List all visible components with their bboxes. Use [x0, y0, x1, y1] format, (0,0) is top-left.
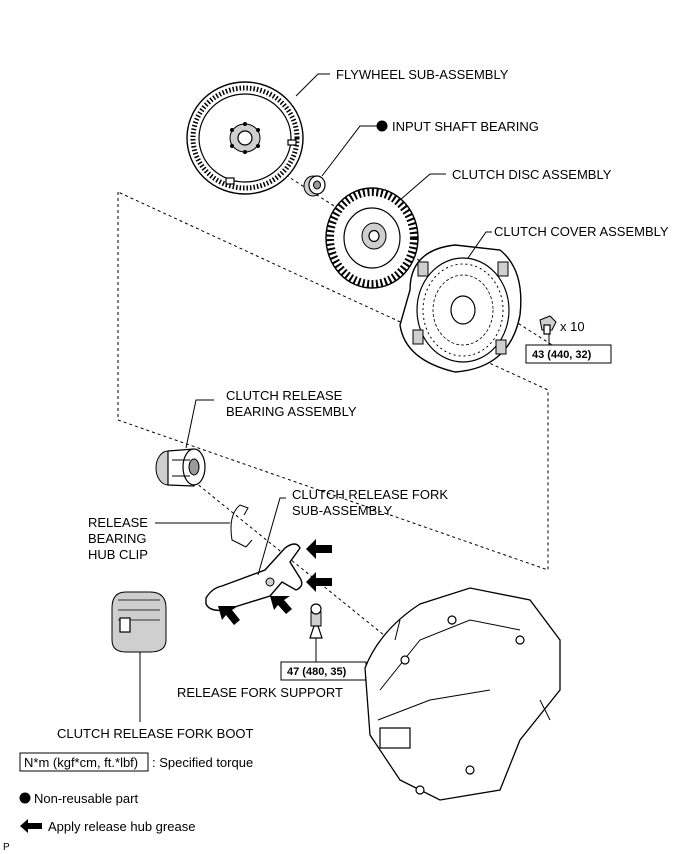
hub-clip-label-line1: RELEASE [88, 515, 148, 530]
grease-arrow-icon [270, 596, 292, 614]
release-fork-label-line2: SUB-ASSEMBLY [292, 503, 393, 518]
input-shaft-bearing-leader [321, 125, 378, 177]
release-bearing-leader [185, 399, 214, 449]
clutch-cover-leader [467, 231, 492, 259]
hub-clip-part [230, 504, 253, 548]
cover-bolt-part [539, 315, 557, 335]
non-reusable-dot-icon [376, 120, 388, 132]
flywheel-label: FLYWHEEL SUB-ASSEMBLY [336, 67, 509, 82]
grease-arrow-icon [306, 539, 332, 559]
legend-non-reusable-label: Non-reusable part [34, 791, 138, 806]
release-fork-leader [257, 497, 286, 576]
corner-mark: P [3, 842, 10, 853]
legend-non-reusable-dot-icon [19, 792, 31, 804]
clutch-disc-label: CLUTCH DISC ASSEMBLY [452, 167, 612, 182]
clutch-disc-leader [399, 173, 446, 201]
clutch-cover-part [399, 244, 522, 373]
flywheel-leader [295, 73, 330, 97]
release-fork-boot-part [111, 591, 167, 653]
release-fork-part [205, 543, 303, 612]
grease-arrow-icon [306, 572, 332, 592]
release-bearing-label-line1: CLUTCH RELEASE [226, 388, 343, 403]
support-torque-value: 47 (480, 35) [287, 666, 347, 678]
legend-grease-label: Apply release hub grease [48, 819, 195, 834]
release-fork-support-label: RELEASE FORK SUPPORT [177, 685, 343, 700]
fork-boot-label: CLUTCH RELEASE FORK BOOT [57, 726, 254, 741]
input-shaft-bearing-part [303, 175, 326, 197]
legend-torque-desc: : Specified torque [152, 755, 253, 770]
legend-grease-arrow-icon [20, 819, 42, 833]
flywheel-part [186, 81, 304, 195]
transmission-housing-part [364, 587, 561, 801]
release-bearing-label-line2: BEARING ASSEMBLY [226, 404, 357, 419]
input-shaft-bearing-label: INPUT SHAFT BEARING [392, 119, 539, 134]
cover-torque-box [525, 344, 612, 364]
release-bearing-part [155, 448, 206, 487]
cover-torque-value: 43 (440, 32) [532, 349, 592, 361]
hub-clip-label-line2: BEARING [88, 531, 147, 546]
grease-arrow-icon [218, 606, 240, 625]
release-fork-label-line1: CLUTCH RELEASE FORK [292, 487, 448, 502]
bolt-quantity-label: x 10 [560, 319, 585, 334]
clutch-cover-label: CLUTCH COVER ASSEMBLY [494, 224, 669, 239]
legend-torque-box [19, 752, 149, 772]
clutch-disc-part [325, 187, 419, 289]
hub-clip-label-line3: HUB CLIP [88, 547, 148, 562]
legend-torque-unit: N*m (kgf*cm, ft.*lbf) [24, 755, 138, 770]
release-fork-support-part [309, 603, 323, 639]
